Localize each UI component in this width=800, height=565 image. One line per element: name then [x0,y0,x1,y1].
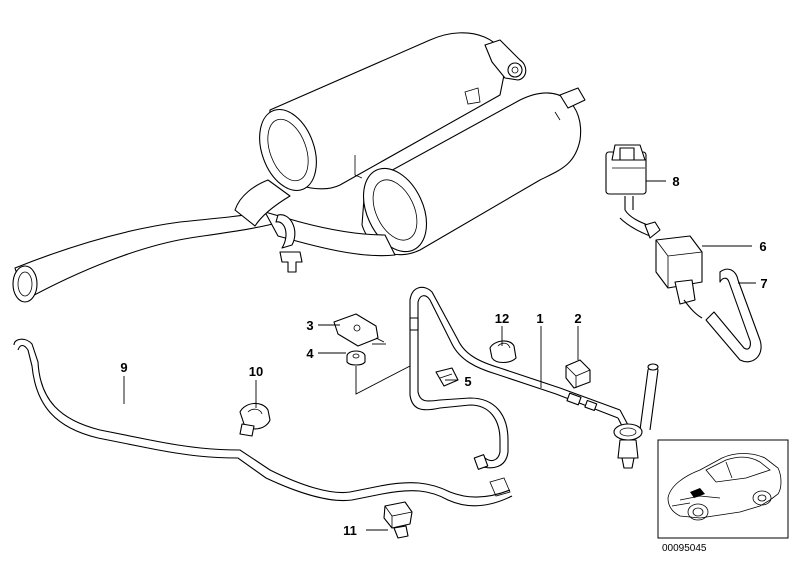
part-12-clamp [489,340,517,364]
part-10-clamp [239,402,271,437]
part-6-valve [655,235,703,319]
part-9-hose [13,338,513,507]
callout-labels: 1 2 3 4 5 6 7 8 9 10 11 12 [120,174,767,538]
part-5-clip [435,367,459,387]
callout-7: 7 [760,276,767,291]
hose-line [409,286,659,470]
callout-5: 5 [464,374,471,389]
car-side-icon [667,453,782,521]
callout-12: 12 [495,311,509,326]
leader-lines [123,180,756,531]
diagram-number: 00095045 [662,543,707,554]
part-3-bracket [333,313,385,347]
callout-9: 9 [120,360,127,375]
callout-8: 8 [672,174,679,189]
car-inset [657,439,789,539]
part-8-valve [605,144,661,239]
callout-1: 1 [536,311,543,326]
part-2-connector [565,359,591,389]
callout-10: 10 [249,364,263,379]
part-7-hose [705,268,762,363]
callout-3: 3 [306,318,313,333]
muffler-assembly [12,32,586,303]
part-11-clamp [383,501,413,539]
part-4-nut [346,350,366,366]
callout-6: 6 [759,239,766,254]
callout-2: 2 [574,311,581,326]
callout-4: 4 [306,346,314,361]
callout-11: 11 [343,523,357,538]
